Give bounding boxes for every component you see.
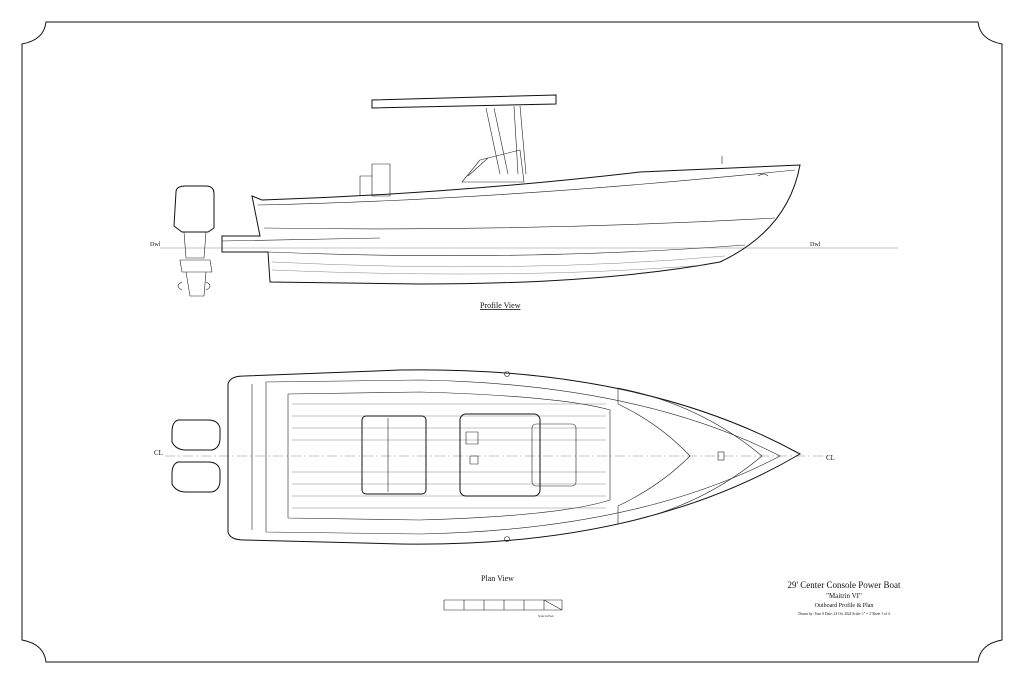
outboard-port	[171, 419, 221, 451]
bow-cleat	[757, 173, 769, 177]
spray-rail-2	[271, 264, 706, 275]
sheet-info: Drawn by: Tom A Date: 24 Oct 2024 Scale:…	[798, 612, 890, 616]
helm-wheel	[465, 431, 479, 465]
subtitle: "Maitrin VI"	[826, 592, 862, 600]
console-plan	[459, 413, 541, 497]
cockpit-deck	[287, 391, 611, 521]
plan-view-label: Plan View	[481, 574, 514, 583]
gunwale-inner	[265, 379, 781, 535]
leaning-post	[361, 415, 427, 495]
cleat-stbd	[504, 536, 510, 542]
outboard-motor	[173, 185, 215, 233]
profile-view: Dwl Dwl	[150, 94, 898, 297]
plan-view: CL CL	[154, 369, 835, 545]
console-profile	[461, 149, 525, 183]
dwl-label-left: Dwl	[150, 242, 161, 248]
cl-label-right: CL	[826, 454, 835, 462]
title-block: 29' Center Console Power Boat "Maitrin V…	[787, 580, 901, 616]
spray-rail	[271, 255, 726, 267]
cleat-port	[504, 371, 510, 377]
t-top-roof	[371, 94, 557, 109]
rub-rail	[263, 217, 776, 230]
sheet-border	[21, 21, 1003, 663]
deck-planking	[292, 403, 606, 509]
sheer-line	[257, 169, 796, 206]
sheet-name: Outboard Profile & Plan	[815, 602, 874, 609]
hull-plan	[227, 369, 802, 545]
boot-stripe	[221, 237, 381, 242]
scale-bar: Scale in Feet	[443, 599, 563, 618]
hull-profile	[221, 164, 801, 285]
dwl-label-right: Dwl	[810, 242, 821, 248]
profile-view-label: Profile View	[480, 301, 521, 310]
bow-hatch	[717, 451, 725, 461]
aft-seat	[359, 163, 391, 197]
scale-bar-label: Scale in Feet	[538, 614, 554, 618]
outboard-stbd	[171, 461, 221, 493]
forward-deck	[617, 387, 763, 525]
cl-label-left: CL	[154, 449, 163, 457]
front-seat	[531, 423, 577, 487]
title: 29' Center Console Power Boat	[787, 580, 901, 590]
chine-line	[267, 244, 746, 257]
t-top-frame	[485, 105, 527, 175]
